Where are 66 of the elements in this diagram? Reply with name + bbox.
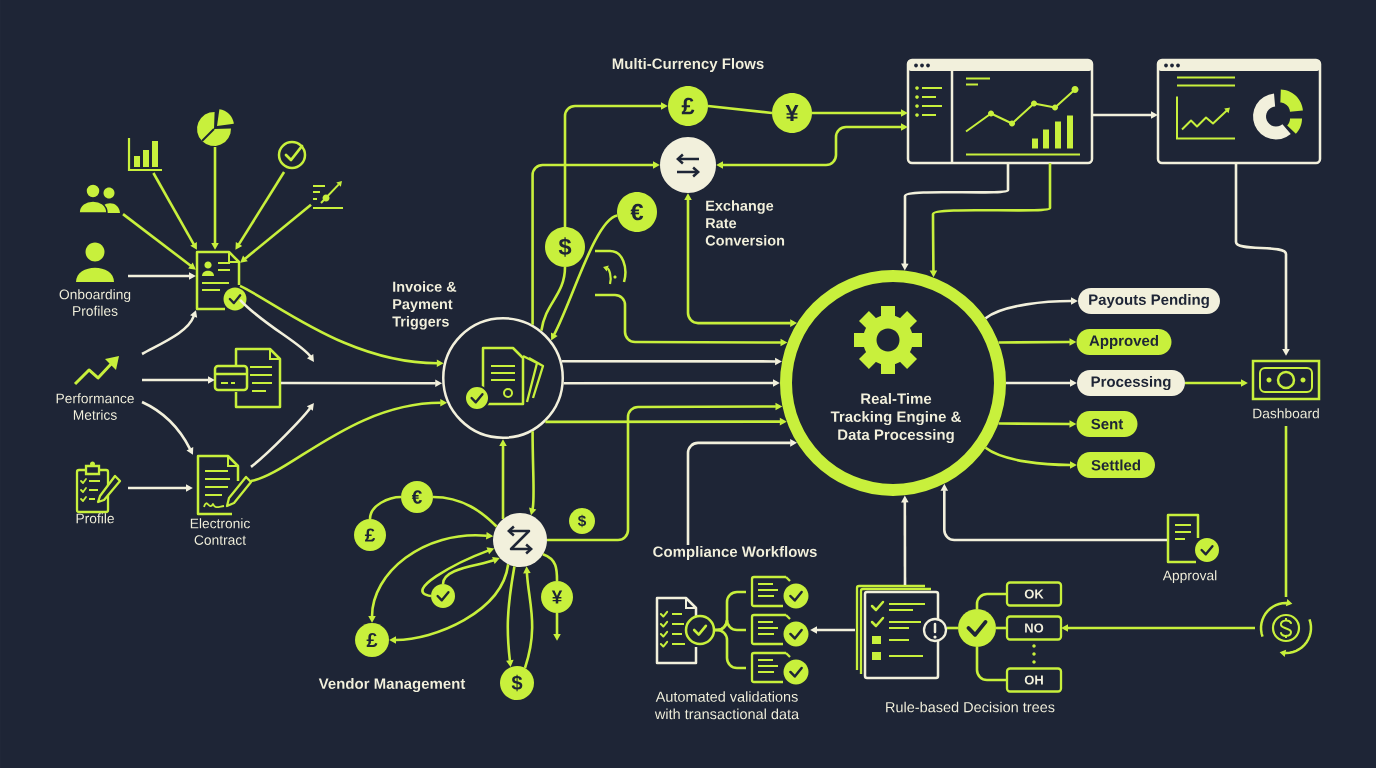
arrow [250, 403, 314, 468]
arrow [141, 400, 194, 455]
currency-coin: ¥ [772, 93, 812, 133]
currency-coin: $ [545, 227, 585, 267]
connector-line [542, 553, 559, 581]
arrow [239, 298, 314, 362]
check-circle-icon [958, 609, 996, 647]
decision-box: OH [1005, 667, 1063, 693]
checklist-item-icon [750, 651, 809, 685]
node-label: Dashboard [1253, 408, 1319, 419]
node-label: Profile [76, 513, 114, 524]
document-stack-icon [855, 584, 948, 680]
status-pill: Processing [1077, 370, 1185, 396]
currency-coin: $ [569, 508, 595, 534]
checklist-document-icon [655, 596, 716, 665]
node-label: Performance Metrics [56, 393, 134, 420]
connector-line [975, 592, 1007, 609]
node-label: Onboarding Profiles [59, 289, 131, 316]
node-label: Exchange Rate Conversion [705, 200, 785, 246]
swap-circle-icon [493, 513, 547, 567]
connector-line [1284, 426, 1288, 597]
node-label: Electronic Contract [190, 518, 250, 545]
caption: Rule-based Decision trees [886, 701, 1055, 713]
heading: Vendor Management [318, 677, 466, 692]
caption: Automated validations with transactional data [654, 691, 800, 720]
check-circle-icon [277, 140, 307, 170]
currency-coin: £ [355, 623, 389, 657]
status-pill: Settled [1077, 452, 1155, 478]
connector-line [432, 495, 498, 528]
connector-line [947, 626, 958, 630]
currency-coin: € [401, 481, 433, 513]
currency-coin: £ [668, 86, 708, 126]
arrow [122, 213, 196, 270]
connector-line [540, 266, 567, 331]
checklist-item-icon [750, 613, 809, 647]
bar-chart-icon [127, 138, 162, 172]
chart-icon [312, 181, 344, 209]
arrow [152, 172, 197, 250]
people-icon [78, 183, 120, 214]
pie-chart-icon [197, 109, 234, 146]
currency-coin: $ [500, 666, 534, 700]
node-label: Invoice & Payment Triggers [392, 281, 457, 330]
card-document-icon [213, 347, 282, 409]
chart-window-icon [906, 58, 1094, 165]
profile-document-icon [195, 250, 247, 311]
heading: Multi-Currency Flows [612, 58, 764, 72]
check-circle-icon [431, 584, 455, 608]
heading: Compliance Workflows [653, 546, 817, 560]
arrow [235, 171, 286, 250]
curved-arrow-icon [595, 249, 627, 285]
connector-line [707, 104, 773, 115]
checklist-item-icon [750, 575, 809, 609]
arrow [240, 203, 312, 263]
status-pill: Payouts Pending [1078, 288, 1220, 314]
connector-line [975, 647, 1007, 682]
currency-coin: ¥ [541, 581, 573, 613]
currency-coin: € [617, 192, 657, 232]
connector-line [368, 495, 402, 520]
status-pill: Approved [1076, 329, 1172, 355]
connector-line [996, 626, 1007, 630]
dollar-cycle-icon [1259, 599, 1313, 657]
decision-box: NO [1005, 615, 1063, 641]
decision-box: OK [1005, 581, 1063, 607]
chart-window-icon [1156, 58, 1322, 165]
currency-coin: £ [354, 519, 386, 551]
node-label: Approval [1162, 570, 1217, 584]
